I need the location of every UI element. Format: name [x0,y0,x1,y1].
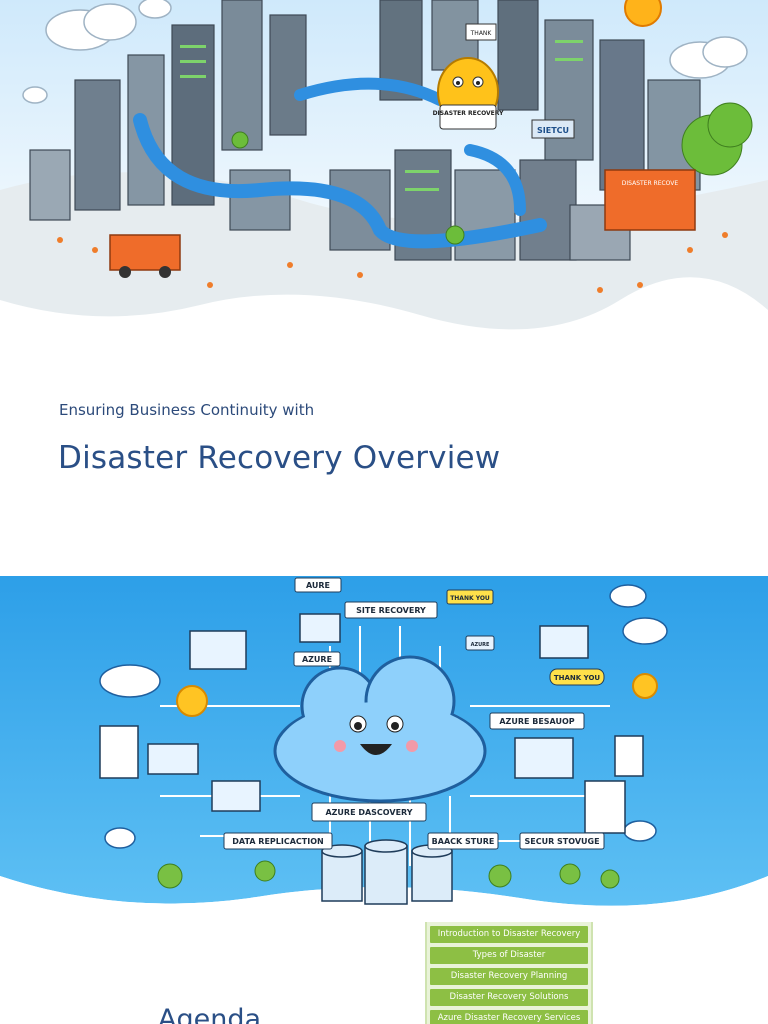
city-datacenter-illustration: DISASTER RECOVERY THANK SIETCU DISASTER … [0,0,768,330]
building-sign: SIETCU [537,126,569,135]
database-icon [321,839,453,905]
sun-icon [176,673,658,717]
slide-title: DISASTER RECOVERY THANK SIETCU DISASTER … [0,0,768,476]
slide-agenda: AURE SITE RECOVERY THANK YOU AZURE THANK… [0,576,768,1024]
tree-icon [231,102,753,245]
azure-cloud-illustration: AURE SITE RECOVERY THANK YOU AZURE THANK… [0,576,768,916]
agenda-item-solutions[interactable]: Disaster Recovery Solutions [430,989,588,1006]
slide-subtitle: Ensuring Business Continuity with [59,401,315,419]
monitor-icon [147,613,589,812]
truck-icon [109,234,181,278]
server-icon [99,725,644,834]
agenda-item-types-of-disaster[interactable]: Types of Disaster [430,947,588,964]
sun-icon [624,0,662,27]
agenda-item-planning[interactable]: Disaster Recovery Planning [430,968,588,985]
label-aure: AURE [306,581,330,590]
agenda-item-azure-services[interactable]: Azure Disaster Recovery Services [430,1010,588,1024]
label-baack-sture: BAACK STURE [432,837,495,846]
tree-icon [157,860,620,889]
server-buildings [29,0,701,261]
label-azure-small: AZURE [471,642,490,648]
slide-title-text: Disaster Recovery Overview [58,440,501,476]
mascot-sign: DISASTER RECOVERY [433,110,504,117]
label-secur-stovuge: SECUR STOVUGE [524,837,599,846]
label-site-recovery: SITE RECOVERY [356,606,426,615]
label-thank-you-right: THANK YOU [554,674,601,682]
label-azure-dascovery: AZURE DASCOVERY [325,808,412,817]
label-azure: AZURE [302,655,332,664]
label-azure-besauop: AZURE BESAUOP [499,717,574,726]
label-thank-you-top: THANK YOU [450,595,490,602]
container-sign: DISASTER RECOVE [622,180,679,187]
agenda-item-introduction[interactable]: Introduction to Disaster Recovery [430,926,588,943]
disaster-recovery-mascot: DISASTER RECOVERY [433,57,504,130]
agenda-list: Introduction to Disaster Recovery Types … [425,922,593,1024]
thank-sign: THANK [470,30,493,37]
cloud-icon [99,584,668,849]
cloud-icon [22,0,748,104]
agenda-title: Agenda [158,1004,262,1024]
cloud-mascot [273,655,487,803]
label-data-replication: DATA REPLICACTION [232,837,323,846]
